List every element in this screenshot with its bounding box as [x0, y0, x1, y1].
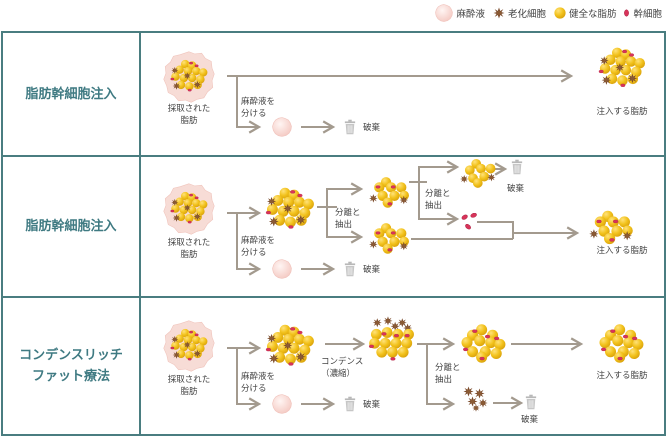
- split-label: 麻酔液を分ける: [241, 97, 276, 119]
- legend-item-stem-cell: 幹細胞: [624, 6, 662, 20]
- harvested-fat-icon: [163, 51, 215, 103]
- split-label: 麻酔液を分ける: [241, 372, 276, 394]
- condense-label: コンデンス（濃縮）: [321, 357, 364, 379]
- separate-label: 分離と抽出: [335, 208, 361, 230]
- separate2-label: 分離と抽出: [425, 189, 451, 211]
- anesthetic-icon: [272, 117, 292, 137]
- stem-cell-icon: [624, 9, 630, 17]
- trash-icon: [511, 159, 523, 175]
- legend-label: 健全な脂肪: [568, 9, 617, 20]
- legend-label: 老化細胞: [507, 9, 546, 20]
- split-label: 麻酔液を分ける: [241, 236, 276, 258]
- anesthetic-icon: [272, 259, 292, 279]
- anesthetic-icon: [435, 4, 454, 22]
- clean-fat-icon: [459, 322, 507, 364]
- discard-label: 破棄: [363, 400, 381, 410]
- harvested-fat-icon: [163, 183, 215, 235]
- legend-label: 麻酔液: [456, 9, 485, 20]
- harvested-label: 採取された脂肪: [167, 104, 211, 126]
- legend-item-anesthetic: 麻酔液: [435, 4, 485, 22]
- discard-label: 破棄: [363, 265, 381, 275]
- row-stem-cell-injection-separated: 脂肪幹細胞注入: [3, 155, 664, 296]
- flow-arrows: [227, 160, 580, 276]
- stem-cells-icon: [461, 213, 478, 231]
- discard-label: 破棄: [363, 123, 381, 133]
- aged-fat-cluster-icon: [457, 157, 501, 189]
- row-condense-rich-fat: コンデンスリッチ ファット療法 採取された脂肪 麻: [3, 296, 664, 434]
- aged-cell-icon: [493, 7, 505, 19]
- fat-cluster-icon: [367, 221, 411, 255]
- trash-icon: [344, 396, 356, 412]
- injection-fat-icon: [596, 45, 648, 91]
- discard2-label: 破棄: [521, 415, 539, 425]
- process-flow: 採取された脂肪 麻酔液を分ける 破棄 コンデンス（濃縮） 分離と抽出 破棄 注入…: [141, 298, 664, 434]
- legend-item-healthy-fat: 健全な脂肪: [554, 6, 617, 20]
- aged-cells-icon: [463, 386, 488, 412]
- legend: 麻酔液 老化細胞 健全な脂肪 幹細胞: [431, 4, 662, 22]
- separate-label: 分離と抽出: [435, 363, 461, 385]
- row-stem-cell-injection-basic: 脂肪幹細胞注入 採取された脂肪 麻酔液を分ける 破棄 注入する脂肪: [3, 33, 664, 155]
- row-title: コンデンスリッチ ファット療法: [3, 298, 141, 434]
- inject-label: 注入する脂肪: [596, 371, 648, 381]
- harvested-label: 採取された脂肪: [167, 375, 211, 397]
- flow-arrows: [227, 69, 574, 134]
- fat-cluster-icon: [263, 322, 317, 370]
- arrow-split: [236, 76, 262, 134]
- legend-label: 幹細胞: [633, 9, 662, 20]
- fat-cluster-with-stem-icon: [367, 175, 411, 209]
- harvested-label: 採取された脂肪: [167, 238, 211, 260]
- injection-fat-icon: [597, 322, 645, 364]
- flow-arrows: [227, 337, 584, 411]
- harvested-fat-icon: [163, 320, 215, 372]
- injection-fat-icon: [587, 207, 635, 247]
- condensed-fat-icon: [367, 316, 417, 366]
- discard2-label: 破棄: [507, 184, 525, 194]
- legend-item-aged-cell: 老化細胞: [493, 6, 546, 20]
- trash-icon: [344, 119, 356, 135]
- row-title: 脂肪幹細胞注入: [3, 33, 141, 155]
- process-flow: 採取された脂肪 麻酔液を分ける 破棄 分離と抽出 分離と抽出 破棄 注入する脂肪: [141, 157, 664, 296]
- healthy-fat-icon: [554, 7, 566, 19]
- inject-label: 注入する脂肪: [596, 107, 648, 117]
- row-title: 脂肪幹細胞注入: [3, 157, 141, 296]
- trash-icon: [344, 261, 356, 277]
- trash-icon: [525, 394, 537, 410]
- comparison-table: 脂肪幹細胞注入 採取された脂肪 麻酔液を分ける 破棄 注入する脂肪 脂肪幹細胞注…: [1, 31, 666, 436]
- fat-cluster-icon: [263, 185, 317, 233]
- process-flow: 採取された脂肪 麻酔液を分ける 破棄 注入する脂肪: [141, 33, 664, 155]
- anesthetic-icon: [272, 394, 292, 414]
- inject-label: 注入する脂肪: [596, 246, 648, 256]
